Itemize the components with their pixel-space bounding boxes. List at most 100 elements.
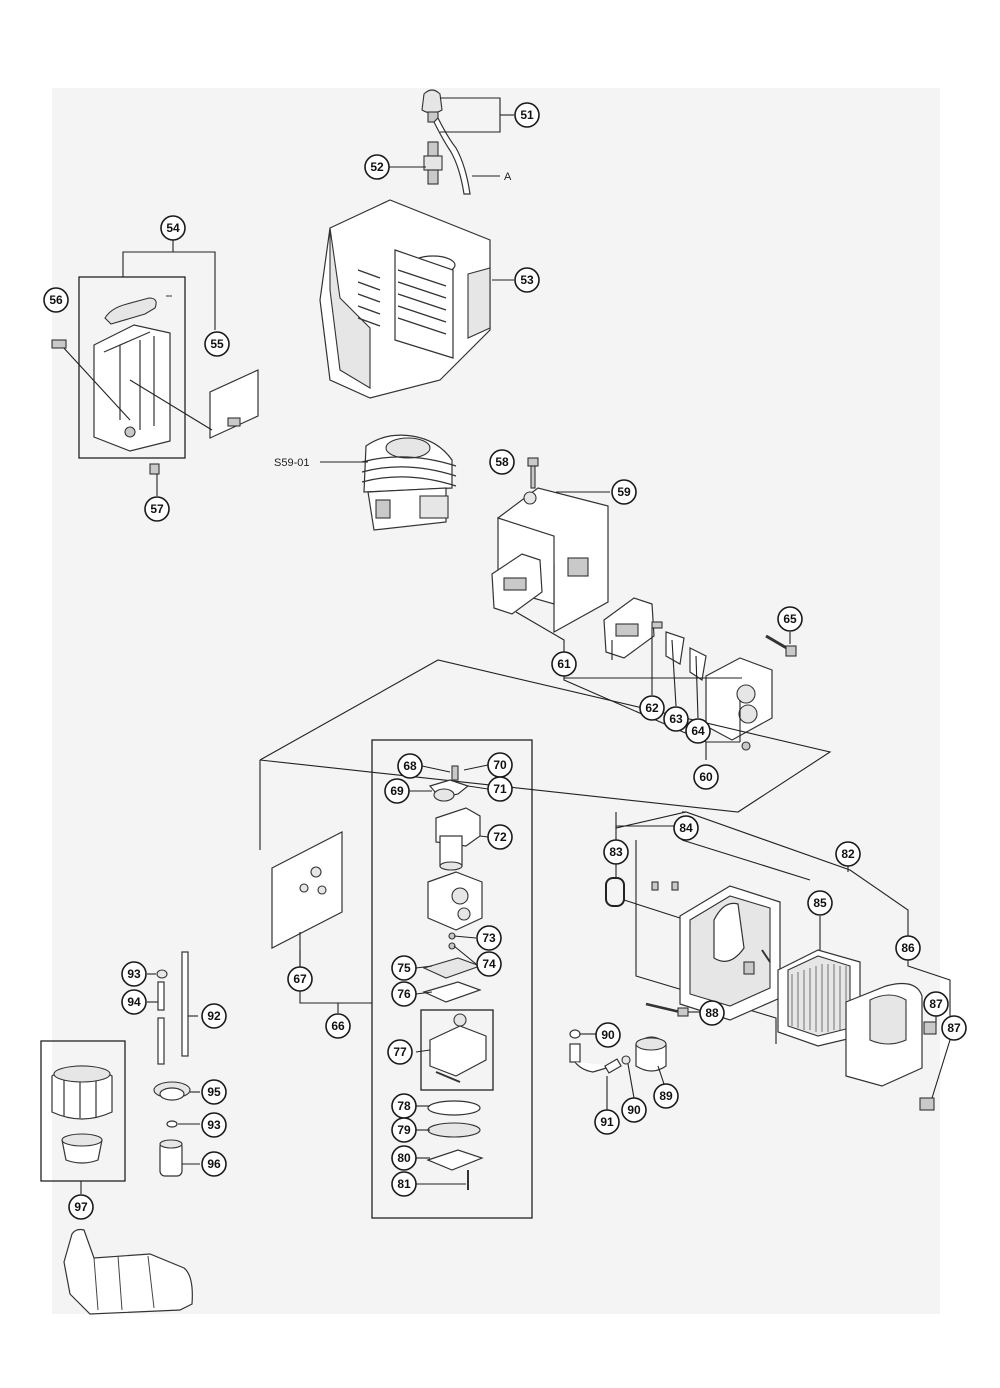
callout-63: 63	[663, 706, 689, 732]
callout-83: 83	[603, 839, 629, 865]
callout-90-right: 90	[595, 1022, 621, 1048]
fuel-line-drawing	[156, 951, 189, 1065]
pipe-end-label: A	[504, 171, 512, 183]
air-cleaner-base-drawing	[645, 881, 781, 1021]
callout-88: 88	[699, 1000, 725, 1026]
callout-66: 66	[325, 1013, 351, 1039]
fan-cover-drawing	[319, 199, 491, 399]
muffler-gasket-drawing	[209, 369, 259, 439]
svg-text:77: 77	[393, 1045, 407, 1059]
carburetor-body-drawing	[427, 765, 483, 950]
callout-78: 78	[391, 1093, 417, 1119]
svg-text:91: 91	[600, 1115, 614, 1129]
callout-87-upper: 87	[923, 991, 949, 1017]
svg-text:95: 95	[207, 1085, 221, 1099]
fuel-cap-drawing	[51, 1065, 113, 1164]
callout-79: 79	[391, 1117, 417, 1143]
callout-65: 65	[777, 606, 803, 632]
svg-text:65: 65	[783, 612, 797, 626]
svg-text:74: 74	[482, 957, 496, 971]
callout-68: 68	[397, 753, 423, 779]
svg-text:89: 89	[659, 1089, 673, 1103]
svg-text:96: 96	[207, 1157, 221, 1171]
callout-59: 59	[611, 479, 637, 505]
svg-text:75: 75	[397, 961, 411, 975]
svg-text:80: 80	[397, 1151, 411, 1165]
spark-plug-drawing	[423, 141, 443, 185]
svg-text:79: 79	[397, 1123, 411, 1137]
callout-96: 96	[201, 1151, 227, 1177]
plates-62-64-drawing	[651, 621, 707, 682]
svg-text:71: 71	[493, 782, 507, 796]
callout-53: 53	[514, 267, 540, 293]
callout-94: 94	[121, 989, 147, 1015]
air-cleaner-seal-drawing	[605, 877, 625, 907]
callout-97: 97	[68, 1194, 94, 1220]
svg-text:61: 61	[557, 657, 571, 671]
svg-text:81: 81	[397, 1177, 411, 1191]
svg-text:90: 90	[627, 1103, 641, 1117]
svg-text:82: 82	[841, 847, 855, 861]
fuel-cap-group-frame	[40, 1040, 126, 1182]
svg-text:97: 97	[74, 1200, 88, 1214]
primer-pump-drawing	[569, 1029, 667, 1074]
callout-72: 72	[487, 824, 513, 850]
callout-61: 61	[551, 651, 577, 677]
callout-92: 92	[201, 1003, 227, 1029]
svg-text:85: 85	[813, 896, 827, 910]
svg-text:78: 78	[397, 1099, 411, 1113]
screw-58-drawing	[527, 457, 539, 489]
svg-text:94: 94	[127, 995, 141, 1009]
lead-54	[122, 251, 216, 330]
carburetor-group-frame	[371, 739, 533, 1219]
svg-text:63: 63	[669, 712, 683, 726]
callout-91: 91	[594, 1109, 620, 1135]
pump-body-drawing	[429, 1013, 487, 1083]
callout-84: 84	[673, 815, 699, 841]
svg-text:86: 86	[901, 941, 915, 955]
carburetor-gasket-drawing	[271, 831, 343, 949]
svg-text:90: 90	[601, 1028, 615, 1042]
callout-64: 64	[685, 718, 711, 744]
callout-62: 62	[639, 695, 665, 721]
callout-51: 51	[514, 102, 540, 128]
fuel-filter-drawing	[159, 1120, 183, 1177]
spark-plug-cap-drawing	[421, 89, 471, 195]
svg-text:57: 57	[150, 502, 164, 516]
svg-text:62: 62	[645, 701, 659, 715]
callout-70: 70	[487, 752, 513, 778]
muffler-bolt-drawing	[51, 339, 160, 475]
callout-55: 55	[204, 331, 230, 357]
callout-69: 69	[384, 778, 410, 804]
callout-80: 80	[391, 1145, 417, 1171]
callout-85: 85	[807, 890, 833, 916]
gasket-61-drawing	[491, 553, 543, 615]
callout-87-lower: 87	[941, 1015, 967, 1041]
fuel-tank-drawing	[63, 1228, 193, 1315]
svg-text:59: 59	[617, 485, 631, 499]
svg-text:84: 84	[679, 821, 693, 835]
svg-text:69: 69	[390, 784, 404, 798]
callout-57: 57	[144, 496, 170, 522]
callout-67: 67	[287, 966, 313, 992]
callout-54: 54	[160, 215, 186, 241]
svg-text:88: 88	[705, 1006, 719, 1020]
pump-body-frame	[420, 1009, 494, 1091]
svg-text:93: 93	[207, 1118, 221, 1132]
muffler-drawing	[93, 295, 172, 452]
callout-93-upper: 93	[121, 961, 147, 987]
svg-text:73: 73	[482, 931, 496, 945]
callout-52: 52	[364, 154, 390, 180]
svg-text:51: 51	[520, 108, 534, 122]
svg-text:92: 92	[207, 1009, 221, 1023]
callout-82: 82	[835, 841, 861, 867]
svg-text:68: 68	[403, 759, 417, 773]
callout-71: 71	[487, 776, 513, 802]
cylinder-part-number: S59-01	[274, 457, 309, 469]
callout-89: 89	[653, 1083, 679, 1109]
callout-74: 74	[476, 951, 502, 977]
callout-60: 60	[693, 764, 719, 790]
svg-text:87: 87	[947, 1021, 961, 1035]
